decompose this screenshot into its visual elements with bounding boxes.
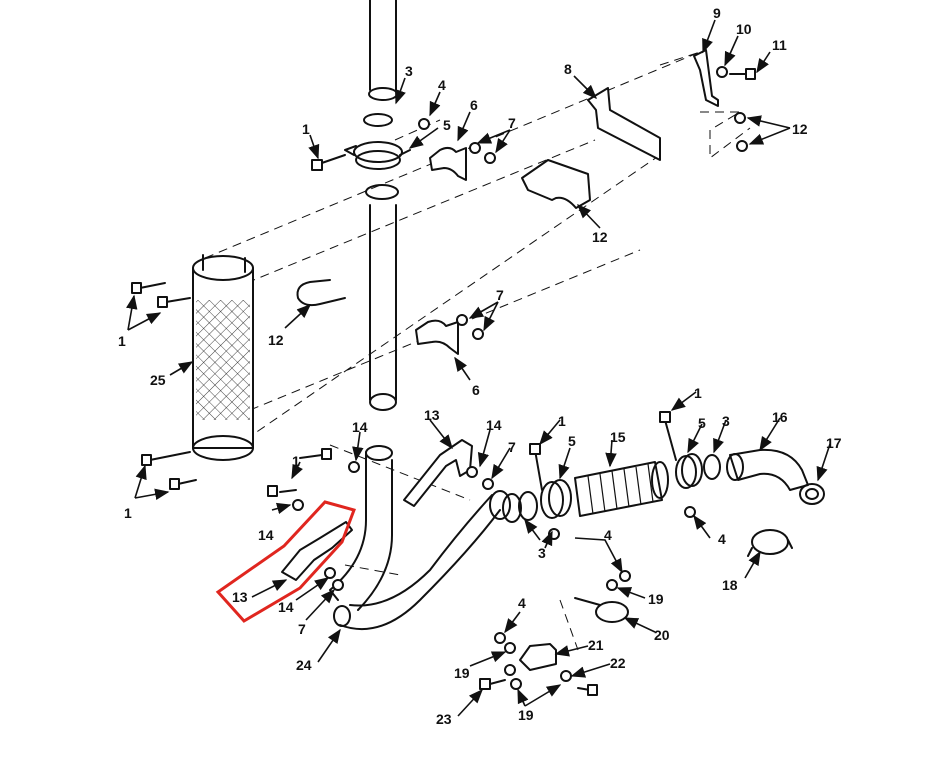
callout-19: 19 <box>454 665 470 681</box>
pipe-coupling-right <box>659 411 721 518</box>
pipe-coupling-mid <box>502 443 572 540</box>
callout-1: 1 <box>694 385 702 401</box>
callout-4: 4 <box>604 527 612 543</box>
callout-11: 11 <box>772 37 787 53</box>
elbow-16 <box>729 448 809 491</box>
bracket-8 <box>587 87 661 161</box>
u-bolt-12 <box>296 279 346 307</box>
callout-4: 4 <box>718 531 726 547</box>
callout-20: 20 <box>654 627 670 643</box>
exhaust-pipe-24 <box>329 445 511 631</box>
callout-1: 1 <box>302 121 310 137</box>
strap-6-lower <box>415 319 459 355</box>
callout-3: 3 <box>538 545 546 561</box>
callout-22: 22 <box>610 655 626 671</box>
callout-24: 24 <box>296 657 312 673</box>
callout-18: 18 <box>722 577 738 593</box>
callout-1: 1 <box>558 413 566 429</box>
callout-25: 25 <box>150 372 166 388</box>
callout-10: 10 <box>736 21 752 37</box>
callout-23: 23 <box>436 711 452 727</box>
callout-1: 1 <box>124 505 132 521</box>
bracket-9 <box>693 49 719 107</box>
tailpipe-clamp-assembly <box>311 113 496 200</box>
callout-5: 5 <box>568 433 576 449</box>
ring-17 <box>799 483 825 505</box>
callout-9: 9 <box>713 5 721 21</box>
callout-19: 19 <box>648 591 664 607</box>
callout-12: 12 <box>792 121 808 137</box>
callout-14: 14 <box>258 527 274 543</box>
callout-7: 7 <box>298 621 306 637</box>
callout-6: 6 <box>472 382 480 398</box>
callout-13: 13 <box>232 589 248 605</box>
callout-4: 4 <box>438 77 446 93</box>
bracket-13-lower <box>281 521 353 581</box>
flex-hose-15 <box>574 461 669 517</box>
callout-14: 14 <box>278 599 294 615</box>
callout-14: 14 <box>486 417 502 433</box>
callout-6: 6 <box>470 97 478 113</box>
callout-3: 3 <box>722 413 730 429</box>
callout-4: 4 <box>518 595 526 611</box>
highlight-outline <box>215 500 356 623</box>
callout-12: 12 <box>592 229 608 245</box>
clamp-18 <box>747 529 793 557</box>
callout-1: 1 <box>292 453 300 469</box>
callout-13: 13 <box>424 407 440 423</box>
callout-7: 7 <box>508 115 516 131</box>
callout-7: 7 <box>496 287 504 303</box>
leader-lines <box>126 19 831 717</box>
callout-12: 12 <box>268 332 284 348</box>
muffler-bolts <box>131 282 197 490</box>
callout-15: 15 <box>610 429 626 445</box>
alignment-lines <box>204 51 751 651</box>
bracket-13-upper <box>403 439 473 507</box>
bracket-21 <box>519 643 557 671</box>
callout-14: 14 <box>352 419 368 435</box>
callout-16: 16 <box>772 409 788 425</box>
clamp-12-upper <box>521 159 591 209</box>
callout-8: 8 <box>564 61 572 77</box>
muffler-25 <box>192 254 254 461</box>
tailpipe-vertical <box>368 0 398 411</box>
strap-6-upper <box>429 146 467 181</box>
callout-3: 3 <box>405 63 413 79</box>
callout-labels: 1 3 4 5 6 7 8 9 10 11 12 12 12 1 7 6 25 … <box>118 5 842 727</box>
callout-5: 5 <box>443 117 451 133</box>
callout-19: 19 <box>518 707 534 723</box>
callout-7: 7 <box>508 439 516 455</box>
callout-5: 5 <box>698 415 706 431</box>
callout-21: 21 <box>588 637 604 653</box>
callout-17: 17 <box>826 435 842 451</box>
clamp-20 <box>574 570 631 623</box>
callout-1: 1 <box>118 333 126 349</box>
